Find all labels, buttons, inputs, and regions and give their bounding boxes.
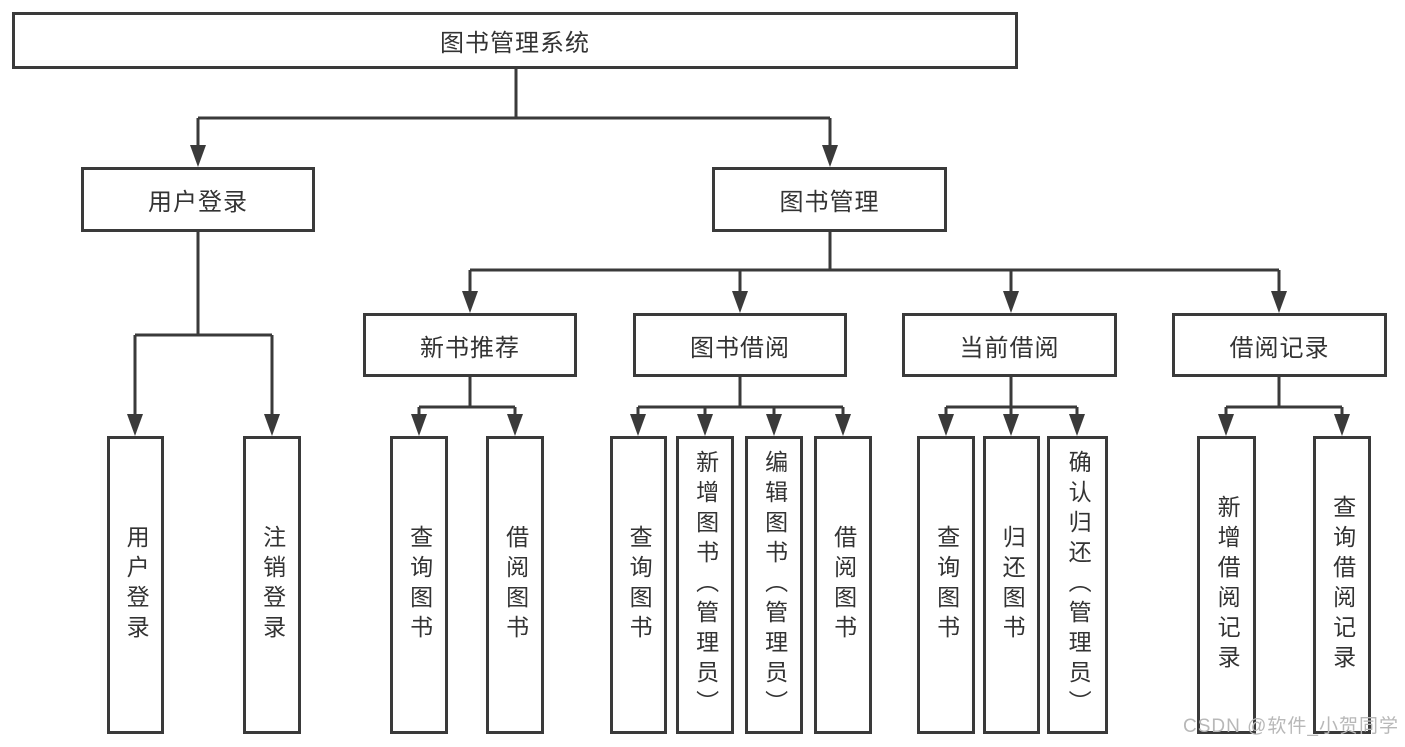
node-new-book-recommend-label: 新书推荐 [420,334,520,362]
node-borrow-records-label: 借阅记录 [1229,334,1330,362]
leaf-logout: 注销登录 [243,436,301,734]
node-book-management: 图书管理 [712,167,947,232]
csdn-watermark: CSDN @软件_小贺同学 [1183,716,1399,737]
node-new-book-recommend: 新书推荐 [363,313,577,377]
leaf-query-books-recommend: 查询图书 [390,436,448,734]
connector-new-book-recommend [411,377,523,436]
leaf-confirm-return-admin: 确认归还（管理员） [1047,436,1108,734]
leaf-borrow-books-label: 借阅图书 [830,525,857,645]
leaf-query-books-borrow-label: 查询图书 [626,525,653,645]
node-current-borrow-label: 当前借阅 [959,334,1060,362]
leaf-add-books-admin-label: 新增图书（管理员） [692,450,719,720]
connector-root [190,69,838,167]
leaf-user-login-label: 用户登录 [123,525,150,645]
leaf-query-borrow-record-label: 查询借阅记录 [1329,495,1356,675]
node-book-borrow: 图书借阅 [633,313,847,377]
node-user-login-label: 用户登录 [148,189,248,216]
leaf-query-books-current-label: 查询图书 [933,525,960,645]
leaf-confirm-return-admin-label: 确认归还（管理员） [1065,450,1092,720]
leaf-return-books-label: 归还图书 [999,525,1026,645]
leaf-add-books-admin: 新增图书（管理员） [676,436,734,734]
node-book-management-label: 图书管理 [779,189,880,216]
node-borrow-records: 借阅记录 [1172,313,1387,377]
leaf-edit-books-admin: 编辑图书（管理员） [745,436,803,734]
node-current-borrow: 当前借阅 [902,313,1117,377]
leaf-query-books-current: 查询图书 [917,436,975,734]
leaf-query-borrow-record: 查询借阅记录 [1313,436,1371,734]
node-user-login: 用户登录 [81,167,315,232]
connector-book-management [462,232,1287,313]
leaf-borrow-books-recommend: 借阅图书 [486,436,544,734]
leaf-logout-label: 注销登录 [259,525,286,645]
connector-user-login [127,232,280,436]
connector-borrow-records [1218,377,1350,436]
node-root: 图书管理系统 [12,12,1018,69]
leaf-borrow-books: 借阅图书 [814,436,872,734]
leaf-return-books: 归还图书 [983,436,1040,734]
leaf-query-books-recommend-label: 查询图书 [406,525,433,645]
leaf-add-borrow-record: 新增借阅记录 [1197,436,1256,734]
connector-current-borrow [938,377,1085,436]
node-root-label: 图书管理系统 [440,30,590,57]
leaf-query-books-borrow: 查询图书 [610,436,667,734]
connector-book-borrow [630,377,851,436]
leaf-user-login: 用户登录 [107,436,164,734]
leaf-edit-books-admin-label: 编辑图书（管理员） [761,450,788,720]
leaf-borrow-books-recommend-label: 借阅图书 [502,525,529,645]
leaf-add-borrow-record-label: 新增借阅记录 [1214,495,1241,675]
node-book-borrow-label: 图书借阅 [690,334,790,362]
